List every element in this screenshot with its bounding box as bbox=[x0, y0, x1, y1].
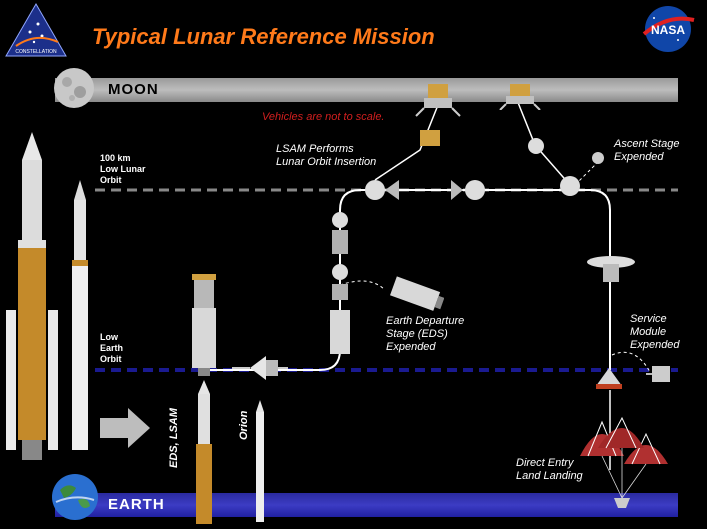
earth-label: EARTH bbox=[108, 496, 165, 513]
service-module-label: Service Module Expended bbox=[630, 313, 680, 351]
rockets-illustration bbox=[6, 132, 88, 460]
arrow-icon bbox=[100, 408, 150, 448]
nasa-logo-text: NASA bbox=[651, 23, 685, 37]
lunar-orbit-spacecraft bbox=[365, 180, 485, 200]
parachute-right bbox=[624, 432, 668, 465]
eds-lsam-stack bbox=[192, 274, 216, 376]
low-lunar-orbit-label: 100 km Low Lunar Orbit bbox=[100, 153, 146, 185]
constellation-logo-text: CONSTELLATION bbox=[15, 49, 57, 55]
ares-i-rocket bbox=[72, 180, 88, 450]
constellation-logo: CONSTELLATION bbox=[5, 2, 67, 57]
ares-v-rocket bbox=[6, 132, 58, 460]
lsam-descent bbox=[415, 84, 461, 146]
page-title: Typical Lunar Reference Mission bbox=[92, 24, 435, 49]
eds-expended-label: Earth Departure Stage (EDS) Expended bbox=[386, 315, 465, 353]
scale-note: Vehicles are not to scale. bbox=[262, 111, 385, 123]
ascent-stage-label: Ascent Stage Expended bbox=[614, 138, 680, 163]
mission-path bbox=[205, 189, 611, 371]
eds-expended-path bbox=[339, 280, 386, 291]
ascent-rendezvous bbox=[528, 138, 604, 196]
tli-stack bbox=[330, 212, 350, 354]
low-earth-orbit-label: Low Earth Orbit bbox=[100, 332, 124, 364]
moon-label: MOON bbox=[108, 81, 159, 98]
nasa-logo: NASA bbox=[642, 6, 695, 52]
lsam-loi-label: LSAM Performs Lunar Orbit Insertion bbox=[276, 143, 377, 168]
launch-rockets bbox=[196, 380, 264, 524]
lsam-surface bbox=[499, 84, 541, 110]
descent-path bbox=[374, 99, 441, 181]
orion-leo bbox=[232, 356, 288, 380]
land-landing-label: Direct Entry Land Landing bbox=[516, 457, 583, 482]
entry-capsule bbox=[596, 368, 622, 389]
orion-return bbox=[587, 256, 635, 282]
moon-icon bbox=[54, 68, 94, 108]
parachute-middle bbox=[598, 416, 644, 449]
earth-band bbox=[55, 493, 678, 517]
service-module-expended bbox=[646, 366, 670, 382]
eds-expended bbox=[390, 276, 444, 311]
parachutes bbox=[580, 416, 668, 508]
landing-capsule bbox=[614, 498, 630, 508]
earth-icon bbox=[52, 474, 98, 520]
eds-lsam-label: EDS, LSAM bbox=[168, 408, 180, 468]
moon-band bbox=[55, 78, 678, 102]
